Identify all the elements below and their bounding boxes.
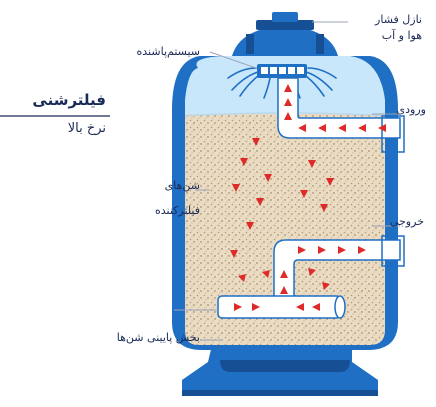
- inlet-pipe: [277, 77, 405, 153]
- page-title: فیلترشنی: [32, 91, 106, 109]
- label-sprinkler: سیستم‌پاشنده: [136, 45, 200, 58]
- leader-lines: [174, 21, 400, 341]
- label-media-line1: شن‌های: [164, 179, 200, 192]
- underdrain-pipe: [217, 295, 346, 319]
- label-outlet: خروجی: [389, 215, 424, 228]
- label-media-line2: فیلترکننده: [154, 204, 200, 217]
- label-pressure-nozzle-line1: نازل فشار: [375, 13, 422, 26]
- pressure-nozzle: [232, 12, 338, 56]
- page-subtitle: نرخ بالا: [67, 121, 106, 136]
- label-pressure-nozzle-line2: هوا و آب: [381, 29, 422, 42]
- flow-arrows: [230, 84, 386, 311]
- sprinkler-head: [227, 64, 337, 99]
- label-inlet: ورودی: [396, 103, 426, 116]
- outlet-pipe: [273, 235, 405, 301]
- label-underdrain: بخش پایینی شن‌ها: [116, 331, 200, 344]
